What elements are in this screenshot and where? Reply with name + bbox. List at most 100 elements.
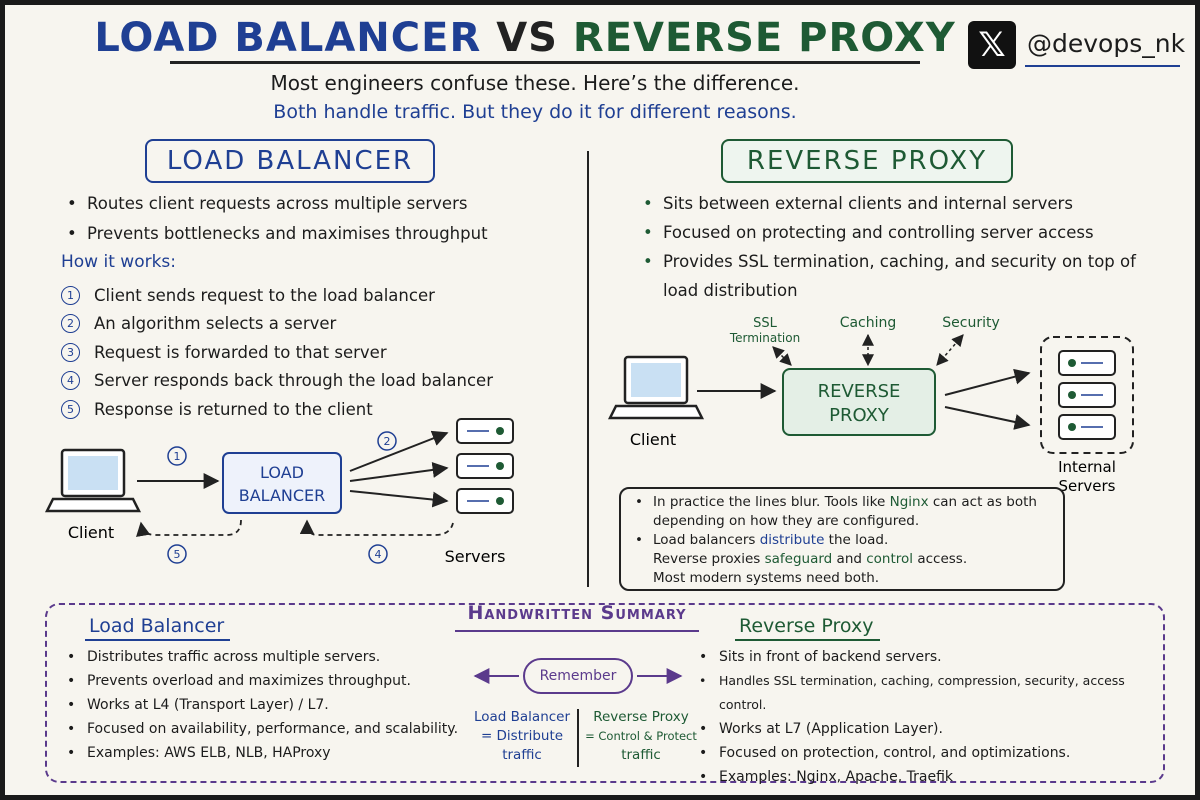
lb-arrow-server-2 — [349, 461, 449, 482]
list-item: Sits between external clients and intern… — [641, 189, 1141, 218]
main-title: LOAD BALANCER VS REVERSE PROXY — [5, 15, 1045, 61]
subtitle: Most engineers confuse these. Here’s the… — [270, 71, 800, 95]
rp-internal-label-line1: Internal — [1058, 458, 1116, 476]
summary-rp-heading: Reverse Proxy — [739, 615, 874, 637]
note-text: and — [832, 551, 867, 567]
load-balancer-bullets: Routes client requests across multiple s… — [65, 189, 575, 249]
list-item: Examples: Nginx, Apache, Traefik — [697, 765, 1163, 789]
title-reverse-proxy: REVERSE PROXY — [572, 15, 956, 61]
step-number: 2 — [61, 314, 80, 334]
lb-server-icon — [456, 418, 514, 444]
step-number: 5 — [61, 399, 80, 419]
how-it-works-heading: How it works: — [61, 252, 177, 272]
summary-lb-heading: Load Balancer — [89, 615, 225, 637]
step-number: 3 — [61, 342, 80, 362]
list-item: Load balancers distribute the load. Reve… — [633, 531, 1053, 588]
rp-client-label: Client — [630, 430, 676, 449]
note-highlight-safeguard: safeguard — [764, 551, 833, 567]
list-item: Works at L7 (Application Layer). — [697, 717, 1163, 741]
x-logo-icon: 𝕏 — [968, 21, 1016, 69]
rp-server-icon — [1058, 414, 1116, 440]
lb-box-line1: LOAD — [260, 463, 304, 482]
list-item: Focused on protection, control, and opti… — [697, 741, 1163, 765]
note-text: Most modern systems need both. — [653, 570, 880, 586]
remember-rp-line3: traffic — [621, 747, 661, 763]
reverse-proxy-heading: REVERSE PROXY — [721, 139, 1013, 183]
title-underline — [170, 61, 920, 64]
lb-client-laptop-icon — [44, 448, 142, 513]
list-item: In practice the lines blur. Tools like N… — [633, 493, 1053, 531]
step-number: 1 — [61, 285, 80, 305]
note-highlight-control: control — [866, 551, 914, 567]
remember-cloud: Remember — [523, 658, 633, 694]
author-handle: @devops_nk — [1027, 29, 1186, 58]
remember-lb-line2: = Distribute — [480, 728, 564, 744]
remember-lb-line1: Load Balancer — [473, 709, 571, 725]
remember-divider — [577, 709, 579, 767]
subtitle-secondary: Both handle traffic. But they do it for … — [273, 101, 797, 123]
lb-box — [222, 452, 342, 514]
rp-arrow-ssl — [772, 346, 792, 366]
rp-security-label: Security — [942, 315, 1000, 331]
lb-servers-label: Servers — [445, 547, 506, 566]
list-item: Focused on availability, performance, an… — [65, 717, 465, 741]
handle-underline — [1025, 65, 1180, 67]
step-item: 3 Request is forwarded to that server — [61, 338, 581, 367]
rp-internal-servers-group — [1040, 336, 1134, 454]
summary-box — [45, 603, 1165, 783]
rp-ssl-label-line2: Termination — [729, 331, 800, 345]
lb-arrow-response-server — [299, 519, 454, 536]
rp-arrow-server-2 — [944, 406, 1031, 430]
note-text: Reverse proxies — [653, 551, 765, 567]
load-balancer-heading: LOAD BALANCER — [145, 139, 435, 183]
summary-rp-underline — [735, 639, 880, 641]
lb-arrow-response-client — [136, 519, 242, 537]
rp-box-line1: REVERSE — [818, 381, 901, 402]
note-text: Load balancers — [653, 532, 760, 548]
lb-server-icon — [456, 488, 514, 514]
remember-rp-line1: Reverse Proxy — [593, 709, 689, 725]
diagrams-canvas: Client 1 LOAD BALANCER 2 Servers — [44, 315, 1134, 684]
lb-step-1-label: 1 — [174, 450, 181, 463]
rp-internal-label-line2: Servers — [1058, 477, 1115, 495]
step-item: 1 Client sends request to the load balanc… — [61, 281, 581, 310]
list-item: Prevents bottlenecks and maximises throu… — [65, 219, 575, 249]
step-text: An algorithm selects a server — [94, 314, 337, 334]
list-item: Routes client requests across multiple s… — [65, 189, 575, 219]
rp-arrow-security — [936, 334, 964, 366]
list-item: Works at L4 (Transport Layer) / L7. — [65, 693, 465, 717]
lb-step-2-badge — [377, 431, 397, 451]
lb-server-icon — [456, 453, 514, 479]
note-text: the load. — [824, 532, 889, 548]
summary-rp-list: Sits in front of backend servers. Handle… — [697, 645, 1163, 789]
step-text: Server responds back through the load ba… — [94, 371, 493, 391]
remember-lb-text: Load Balancer = Distribute traffic — [467, 708, 577, 765]
title-vs: VS — [496, 15, 558, 61]
rp-ssl-label-line1: SSL — [753, 316, 778, 331]
note-text: can act as both depending on how they ar… — [653, 494, 1037, 529]
list-item: Focused on protecting and controlling se… — [641, 218, 1141, 247]
note-text: In practice the lines blur. Tools like — [653, 494, 890, 510]
summary-lb-underline — [85, 639, 230, 641]
lb-arrow-server-3 — [349, 490, 449, 508]
summary-title-underline — [455, 630, 699, 632]
lb-client-label: Client — [68, 523, 114, 542]
rp-server-icon — [1058, 382, 1116, 408]
remember-rp-text: Reverse Proxy = Control & Protect traffi… — [581, 708, 701, 765]
rp-caching-label: Caching — [840, 315, 897, 331]
practice-note-box: In practice the lines blur. Tools like N… — [619, 487, 1065, 591]
remember-lb-line3: traffic — [502, 747, 542, 763]
list-item: Sits in front of backend servers. — [697, 645, 1163, 669]
list-item: Prevents overload and maximizes throughp… — [65, 669, 465, 693]
step-text: Client sends request to the load balance… — [94, 285, 435, 305]
list-item: Handles SSL termination, caching, compre… — [697, 669, 1163, 717]
list-item: Examples: AWS ELB, NLB, HAProxy — [65, 741, 465, 765]
note-highlight-distribute: distribute — [759, 532, 825, 548]
column-divider — [587, 151, 589, 587]
step-text: Request is forwarded to that server — [94, 342, 387, 362]
lb-step-4-badge — [368, 544, 388, 564]
lb-step-2-label: 2 — [384, 435, 391, 448]
rp-box — [782, 368, 936, 436]
